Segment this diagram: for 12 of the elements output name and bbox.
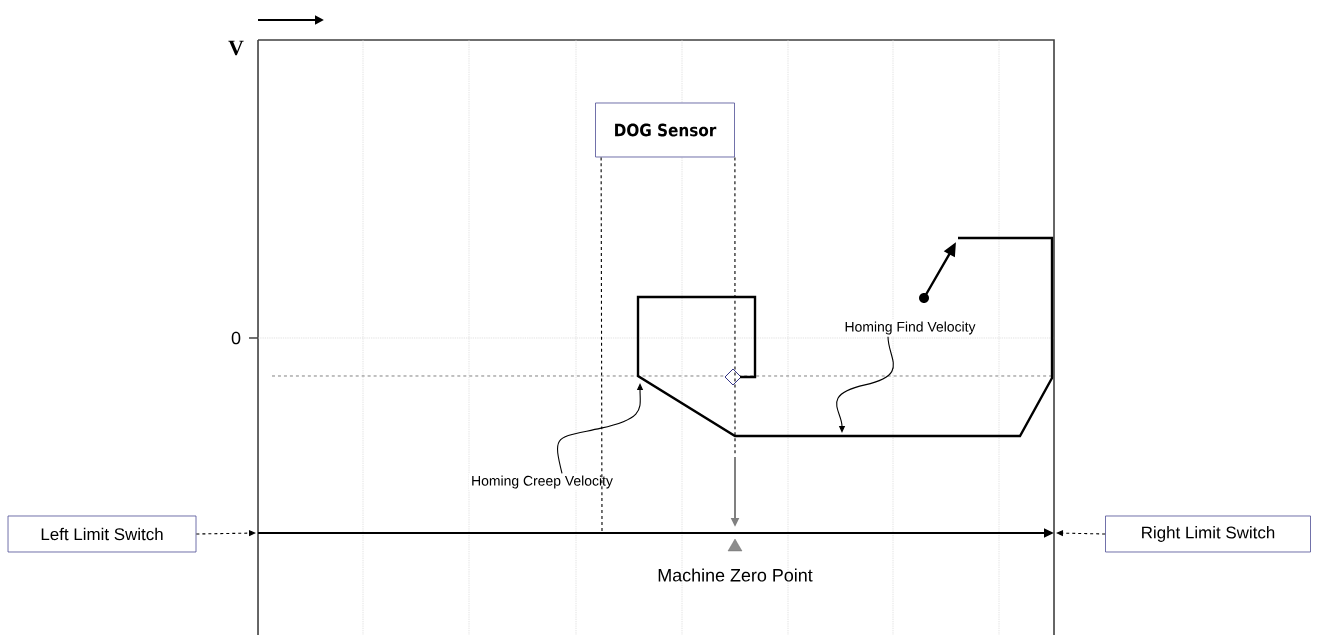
axis-label: V [228, 40, 244, 56]
tick-label: 0 [231, 331, 241, 345]
label-box: DOG Sensor [595, 102, 735, 158]
label-box: Right Limit Switch [1105, 515, 1311, 553]
label-box: Left Limit Switch [7, 515, 197, 553]
dashed-line [734, 156, 736, 456]
annotation-text: Homing Creep Velocity [469, 473, 615, 491]
leader-line [836, 336, 894, 433]
dashed-line [600, 156, 603, 534]
velocity-curve [636, 236, 1054, 438]
point-label: Machine Zero Point [658, 568, 813, 582]
annotation-text: Homing Find Velocity [842, 319, 978, 337]
